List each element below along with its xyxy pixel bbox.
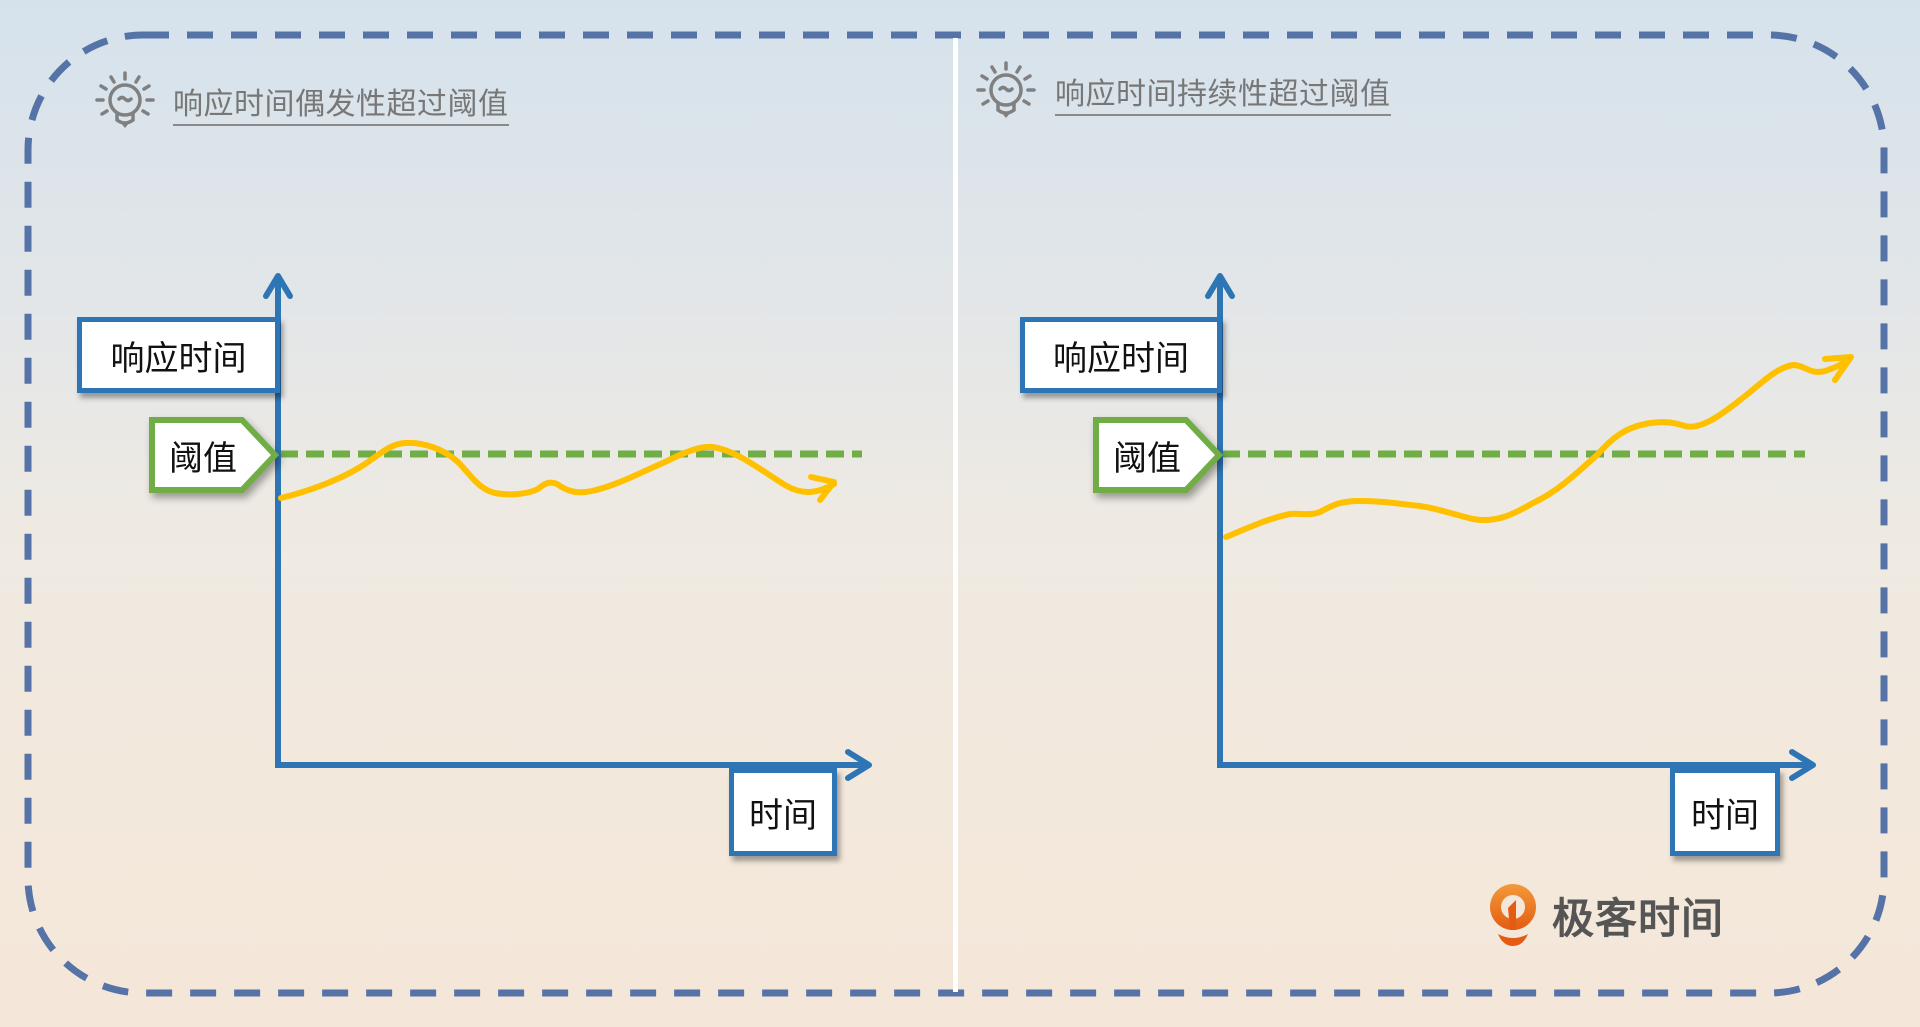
x-axis-label: 时间 [729,768,837,856]
y-axis-label: 响应时间 [77,317,280,393]
logo-text: 极客时间 [1552,893,1725,943]
threshold-tag-shape [1093,417,1224,493]
y-axis-label: 响应时间 [1020,317,1222,393]
panel-title-left: 响应时间偶发性超过阈值 [173,88,509,126]
right-chart [1205,273,1854,781]
geektime-logo-icon [1490,884,1536,946]
dashed-border [24,31,1888,997]
curve-arrowhead [808,474,837,503]
geektime-logo: 极客时间 [1488,880,1724,950]
left-chart [263,273,872,781]
response-time-curve [1223,355,1853,540]
threshold-label-text: 阈值 [169,438,237,479]
threshold-tag-shape [149,417,280,493]
y-axis-arrowhead [1205,273,1235,299]
response-time-curve [278,439,837,501]
lightbulb-icon [95,71,155,128]
threshold-label-text: 阈值 [1113,438,1181,479]
x-axis-label: 时间 [1670,768,1780,856]
curve-arrowhead [1822,354,1854,383]
threshold-label: 阈值 [149,417,280,493]
panel-divider [953,38,958,992]
panel-title-right: 响应时间持续性超过阈值 [1055,78,1391,116]
x-axis-arrowhead [845,749,872,781]
y-axis-arrowhead [263,273,293,299]
threshold-label: 阈值 [1093,417,1224,493]
x-axis-arrowhead [1789,749,1816,781]
lightbulb-icon [976,61,1036,118]
